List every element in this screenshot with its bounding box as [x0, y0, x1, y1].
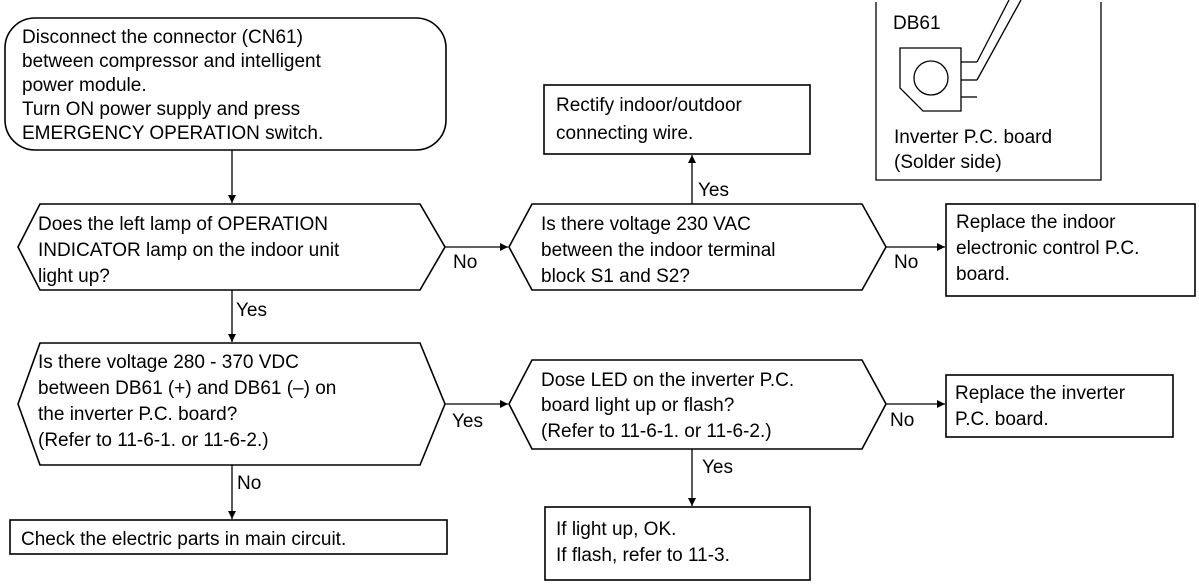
- rectify-wire-box: Rectify indoor/outdoor connecting wire.: [543, 84, 811, 155]
- decision-230vac-line-1: Is there voltage 230 VAC: [541, 214, 751, 235]
- decision-230vac-line-2: between the indoor terminal: [541, 240, 775, 261]
- check-parts-box: Check the electric parts in main circuit…: [9, 519, 448, 555]
- start-line-1: Disconnect the connector (CN61): [22, 27, 303, 48]
- decision-lamp-line-1: Does the left lamp of OPERATION: [38, 214, 328, 235]
- decision-led-line-1: Dose LED on the inverter P.C.: [541, 370, 794, 391]
- inset-db61-label: DB61: [893, 13, 941, 34]
- rectify-line-1: Rectify indoor/outdoor: [556, 95, 743, 116]
- decision-lamp-line-3: light up?: [38, 266, 110, 287]
- light-result-line-2: If flash, refer to 11-3.: [556, 545, 730, 566]
- db61-component-icon: [899, 0, 1022, 112]
- decision-280vdc: Is there voltage 280 - 370 VDC between D…: [17, 342, 446, 466]
- edge-label-230vac-no: No: [894, 252, 918, 273]
- inset-caption-line-1: Inverter P.C. board: [894, 127, 1052, 148]
- decision-led-line-3: (Refer to 11-6-1. or 11-6-2.): [541, 421, 772, 442]
- decision-lamp: Does the left lamp of OPERATION INDICATO…: [17, 203, 446, 291]
- edge-label-280vdc-no: No: [237, 473, 261, 494]
- start-line-4: Turn ON power supply and press: [22, 99, 300, 120]
- replace-inverter-line-1: Replace the inverter: [955, 383, 1126, 404]
- inverter-board-inset: DB61 Inverter P.C. board (Solder side): [875, 0, 1102, 181]
- edge-label-230vac-yes: Yes: [698, 180, 729, 201]
- replace-inverter-line-2: P.C. board.: [955, 409, 1049, 430]
- replace-indoor-board-box: Replace the indoor electronic control P.…: [945, 203, 1196, 297]
- inset-frame: [875, 2, 1102, 181]
- decision-led-line-2: board light up or flash?: [541, 395, 734, 416]
- edge-label-lamp-yes: Yes: [236, 300, 267, 321]
- decision-280vdc-line-3: the inverter P.C. board?: [38, 404, 237, 425]
- start-terminal-box: Disconnect the connector (CN61) between …: [4, 17, 447, 151]
- decision-280vdc-line-4: (Refer to 11-6-1. or 11-6-2.): [38, 430, 269, 451]
- replace-indoor-line-2: electronic control P.C.: [956, 238, 1139, 259]
- edge-label-led-no: No: [890, 410, 914, 431]
- start-line-3: power module.: [22, 75, 147, 96]
- replace-indoor-line-3: board.: [956, 264, 1010, 285]
- decision-280vdc-line-1: Is there voltage 280 - 370 VDC: [38, 352, 299, 373]
- inset-caption-line-2: (Solder side): [894, 152, 1002, 173]
- start-line-5: EMERGENCY OPERATION switch.: [22, 123, 323, 144]
- decision-280vdc-line-2: between DB61 (+) and DB61 (–) on: [38, 378, 336, 399]
- edge-label-280vdc-yes: Yes: [452, 411, 483, 432]
- decision-lamp-line-2: INDICATOR lamp on the indoor unit: [38, 240, 340, 261]
- rectify-line-2: connecting wire.: [556, 123, 693, 144]
- decision-230vac-line-3: block S1 and S2?: [541, 266, 690, 287]
- light-result-line-1: If light up, OK.: [556, 519, 676, 540]
- light-result-box: If light up, OK. If flash, refer to 11-3…: [544, 506, 811, 581]
- check-parts-line-1: Check the electric parts in main circuit…: [21, 529, 346, 550]
- decision-led: Dose LED on the inverter P.C. board ligh…: [508, 359, 887, 450]
- decision-230vac: Is there voltage 230 VAC between the ind…: [508, 203, 887, 291]
- edge-label-lamp-no: No: [453, 252, 477, 273]
- replace-indoor-line-1: Replace the indoor: [956, 212, 1116, 233]
- start-line-2: between compressor and intelligent: [22, 51, 322, 72]
- replace-inverter-board-box: Replace the inverter P.C. board.: [945, 374, 1174, 438]
- edge-label-led-yes: Yes: [702, 457, 733, 478]
